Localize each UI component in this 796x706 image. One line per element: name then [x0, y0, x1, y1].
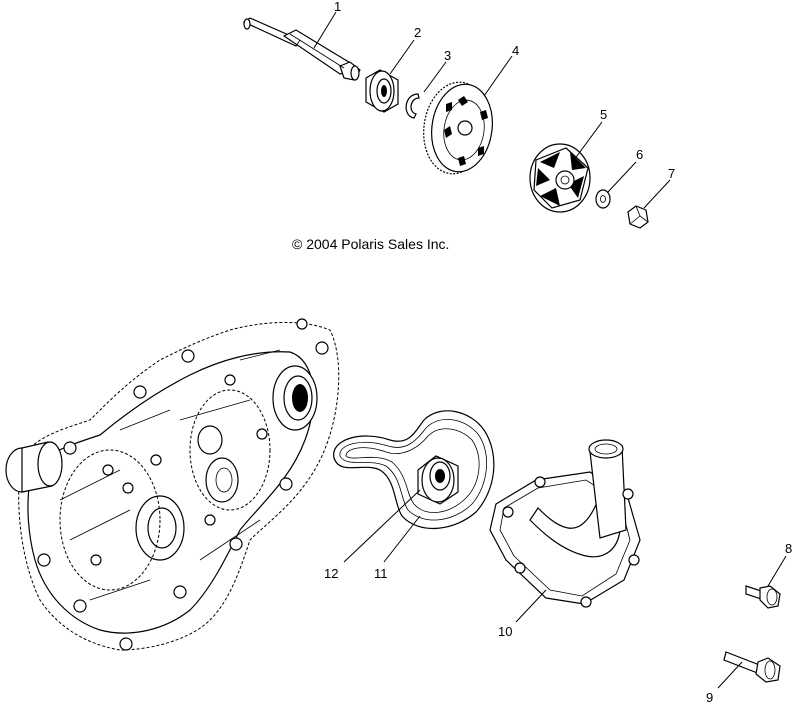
callout-2: 2 — [414, 25, 421, 40]
nut-icon — [627, 205, 649, 229]
callout-5: 5 — [600, 107, 607, 122]
callout-1: 1 — [334, 0, 341, 14]
leader-lines — [313, 11, 787, 689]
callout-9: 9 — [706, 690, 713, 705]
callout-12: 12 — [324, 566, 338, 581]
bolt-icon — [723, 651, 781, 683]
shaft-icon — [242, 17, 361, 81]
callout-4: 4 — [512, 43, 519, 58]
callout-3: 3 — [444, 48, 451, 63]
washer-icon — [595, 189, 611, 209]
pump-cover-icon — [489, 439, 641, 608]
snap-ring-icon — [405, 93, 420, 119]
bolt-icon — [745, 585, 781, 609]
crankcase-icon — [5, 318, 340, 651]
seal-icon — [417, 455, 459, 505]
gasket-icon — [333, 410, 495, 530]
gear-icon — [423, 81, 493, 175]
copyright-text: © 2004 Polaris Sales Inc. — [292, 236, 449, 252]
bearing-icon — [365, 69, 399, 113]
callout-6: 6 — [636, 147, 643, 162]
callout-7: 7 — [668, 166, 675, 181]
callout-10: 10 — [498, 624, 512, 639]
impeller-icon — [529, 143, 591, 213]
callout-8: 8 — [785, 541, 792, 556]
callout-11: 11 — [374, 566, 388, 581]
